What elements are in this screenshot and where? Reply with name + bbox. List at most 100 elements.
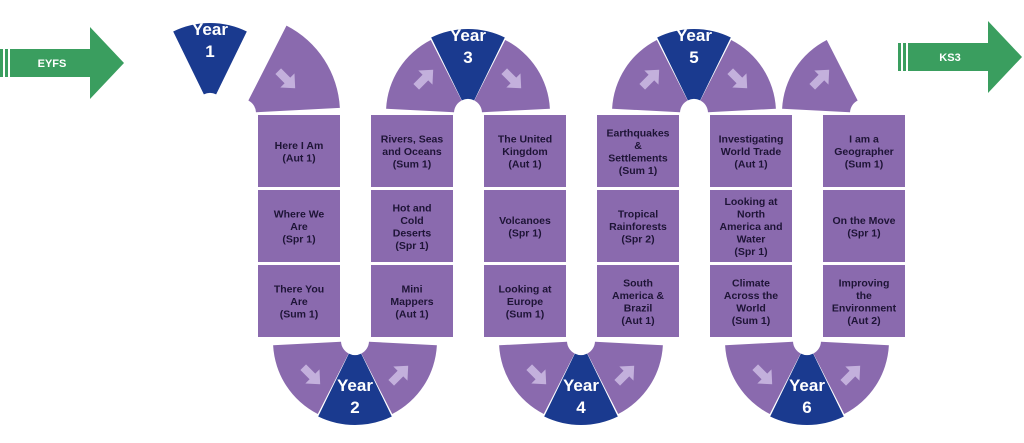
year-word: Year — [789, 376, 825, 395]
unit-text-line: Mappers — [390, 296, 433, 308]
unit-text-line: the — [856, 290, 872, 302]
year-marker-5: Year 5 — [657, 26, 731, 101]
unit-text-line: There You — [274, 284, 324, 296]
year-marker-4: Year 4 — [544, 353, 618, 425]
unit-text-line: Across the — [724, 290, 778, 302]
unit-text-line: America and — [719, 221, 782, 233]
unit-text-line: Tropical — [618, 209, 658, 221]
unit-cell: Here I Am(Aut 1) — [258, 115, 340, 187]
direction-arrow-icon — [840, 365, 861, 386]
year-number: 5 — [689, 48, 698, 67]
stage-arrows: EYFS KS3 — [0, 21, 1022, 99]
unit-text-line: Where We — [274, 209, 325, 221]
unit-text-line: Brazil — [624, 302, 653, 314]
year-word: Year — [192, 20, 228, 39]
direction-arrow-icon — [752, 364, 773, 385]
unit-text-line: (Sum 1) — [393, 159, 432, 171]
year-number: 4 — [576, 398, 586, 417]
unit-text-line: (Sum 1) — [845, 159, 884, 171]
unit-text-line: (Spr 1) — [508, 227, 541, 239]
unit-text-line: Water — [737, 234, 766, 246]
unit-text-line: Geographer — [834, 146, 894, 158]
unit-text-line: Are — [290, 221, 308, 233]
unit-text-line: Improving — [839, 277, 890, 289]
unit-text-line: World — [736, 302, 766, 314]
unit-text-line: (Sum 1) — [732, 315, 771, 327]
unit-text-line: Mini — [402, 284, 423, 296]
unit-text-line: North — [737, 209, 765, 221]
eyfs-arrow: EYFS — [0, 27, 124, 99]
path-caps — [248, 25, 889, 415]
unit-text-line: The United — [498, 134, 552, 146]
unit-text-line: (Spr 1) — [847, 227, 880, 239]
year-word: Year — [563, 376, 599, 395]
year-marker-2: Year 2 — [318, 353, 392, 425]
unit-text-line: Deserts — [393, 227, 432, 239]
unit-text-line: (Aut 2) — [847, 315, 880, 327]
unit-text-line: Climate — [732, 277, 770, 289]
unit-text-line: On the Move — [832, 215, 895, 227]
unit-text-line: World Trade — [721, 146, 782, 158]
unit-text-line: and Oceans — [382, 146, 442, 158]
unit-text-line: Volcanoes — [499, 215, 551, 227]
year-word: Year — [676, 26, 712, 45]
year-marker-6: Year 6 — [770, 353, 844, 425]
year-number: 6 — [802, 398, 811, 417]
unit-text-line: Rivers, Seas — [381, 134, 444, 146]
direction-arrow-icon — [413, 69, 434, 90]
unit-text-line: Europe — [507, 296, 543, 308]
ks3-arrow-label: KS3 — [939, 52, 960, 64]
unit-cell: Earthquakes&Settlements(Sum 1) — [597, 115, 679, 187]
path-curve-start — [248, 25, 340, 113]
unit-text-line: South — [623, 277, 653, 289]
year-word: Year — [337, 376, 373, 395]
unit-text-line: Settlements — [608, 152, 668, 164]
direction-arrow-icon — [727, 68, 748, 89]
unit-text-line: (Sum 1) — [619, 165, 658, 177]
direction-arrow-icon — [614, 365, 635, 386]
unit-text-line: Looking at — [724, 196, 778, 208]
unit-text-line: (Sum 1) — [506, 309, 545, 321]
unit-text-line: America & — [612, 290, 664, 302]
unit-text-line: I am a — [849, 134, 879, 146]
direction-arrow-icon — [526, 364, 547, 385]
unit-cell: Volcanoes(Spr 1) — [484, 190, 566, 262]
direction-arrow-icon — [300, 364, 321, 385]
year-number: 3 — [463, 48, 472, 67]
unit-text-line: Earthquakes — [606, 127, 669, 139]
unit-text-line: Are — [290, 296, 308, 308]
unit-text-line: & — [634, 140, 642, 152]
direction-arrow-icon — [275, 68, 296, 89]
unit-text-line: (Aut 1) — [508, 159, 541, 171]
eyfs-arrow-label: EYFS — [38, 58, 67, 70]
direction-arrow-icon — [809, 69, 830, 90]
unit-text-line: (Spr 1) — [395, 240, 428, 252]
unit-text-line: (Aut 1) — [282, 152, 315, 164]
unit-text-line: (Spr 2) — [621, 234, 654, 246]
unit-text-line: Rainforests — [609, 221, 667, 233]
unit-text-line: Kingdom — [502, 146, 548, 158]
year-number: 2 — [350, 398, 359, 417]
direction-arrow-icon — [388, 365, 409, 386]
unit-text-line: Looking at — [498, 284, 552, 296]
unit-text-line: (Aut 1) — [621, 315, 654, 327]
unit-cell: On the Move(Spr 1) — [823, 190, 905, 262]
year-word: Year — [450, 26, 486, 45]
unit-text-line: Here I Am — [275, 140, 324, 152]
unit-text-line: (Spr 1) — [734, 246, 767, 258]
unit-text-line: (Spr 1) — [282, 234, 315, 246]
unit-text-line: Hot and — [392, 202, 431, 214]
